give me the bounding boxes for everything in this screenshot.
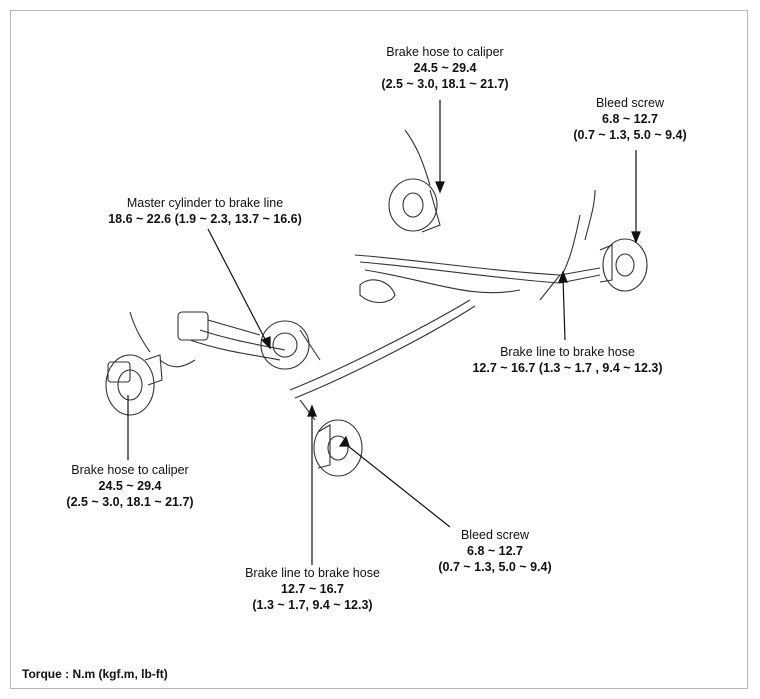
- callout-torque-nm: 24.5 ~ 29.4: [413, 61, 477, 75]
- callout-torque-alt: (1.3 ~ 1.7, 9.4 ~ 12.3): [252, 598, 373, 612]
- leader-line-hose-rear: [558, 270, 568, 341]
- callout-line-hose-rear: Brake line to brake hose 12.7 ~ 16.7 (1.…: [450, 344, 685, 376]
- brake-line-bundle: [159, 214, 601, 421]
- callout-title: Brake line to brake hose: [245, 566, 380, 580]
- callout-title: Brake hose to caliper: [386, 45, 504, 59]
- callout-bleed-screw-front: Bleed screw 6.8 ~ 12.7 (0.7 ~ 1.3, 5.0 ~…: [425, 527, 565, 575]
- callout-master-cylinder: Master cylinder to brake line 18.6 ~ 22.…: [75, 195, 335, 227]
- callout-torque-alt: (0.7 ~ 1.3, 5.0 ~ 9.4): [438, 560, 552, 574]
- front-left-brake: [105, 354, 163, 416]
- leader-master-cylinder: [207, 228, 271, 350]
- upper-brake-assembly: [359, 178, 441, 304]
- callout-title: Brake line to brake hose: [500, 345, 635, 359]
- callout-torque: 12.7 ~ 16.7 (1.3 ~ 1.7 , 9.4 ~ 12.3): [472, 361, 663, 375]
- callout-torque: 18.6 ~ 22.6 (1.9 ~ 2.3, 13.7 ~ 16.6): [108, 212, 302, 226]
- callout-title: Master cylinder to brake line: [126, 196, 284, 210]
- right-brake-assembly: [599, 238, 648, 292]
- master-cylinder: [177, 311, 321, 370]
- leader-line-hose-front: [307, 404, 317, 565]
- callout-torque-alt: (2.5 ~ 3.0, 18.1 ~ 21.7): [66, 495, 194, 509]
- callout-title: Bleed screw: [595, 96, 665, 110]
- center-brake-assembly: [313, 419, 363, 477]
- rear-hose-upper: [404, 129, 431, 186]
- torque-unit-legend: Torque : N.m (kgf.m, lb-ft): [22, 667, 168, 681]
- callout-rear-hose-caliper: Brake hose to caliper 24.5 ~ 29.4 (2.5 ~…: [355, 44, 535, 92]
- callout-torque-nm: 6.8 ~ 12.7: [467, 544, 523, 558]
- callout-torque-nm: 12.7 ~ 16.7: [281, 582, 344, 596]
- callout-title: Brake hose to caliper: [71, 463, 189, 477]
- leader-bleed-rear: [631, 150, 641, 244]
- front-hose: [129, 311, 151, 353]
- callout-bleed-screw-rear: Bleed screw 6.8 ~ 12.7 (0.7 ~ 1.3, 5.0 ~…: [560, 95, 700, 143]
- callout-torque-nm: 24.5 ~ 29.4: [98, 479, 162, 493]
- callout-torque-nm: 6.8 ~ 12.7: [602, 112, 658, 126]
- leader-bleed-front: [338, 435, 451, 528]
- callout-line-hose-front: Brake line to brake hose 12.7 ~ 16.7 (1.…: [225, 565, 400, 613]
- rear-hose-right: [584, 189, 596, 241]
- callout-torque-alt: (2.5 ~ 3.0, 18.1 ~ 21.7): [381, 77, 509, 91]
- callout-torque-alt: (0.7 ~ 1.3, 5.0 ~ 9.4): [573, 128, 687, 142]
- callout-front-hose-caliper: Brake hose to caliper 24.5 ~ 29.4 (2.5 ~…: [45, 462, 215, 510]
- callout-title: Bleed screw: [460, 528, 530, 542]
- leader-rear-hose-caliper: [435, 100, 445, 194]
